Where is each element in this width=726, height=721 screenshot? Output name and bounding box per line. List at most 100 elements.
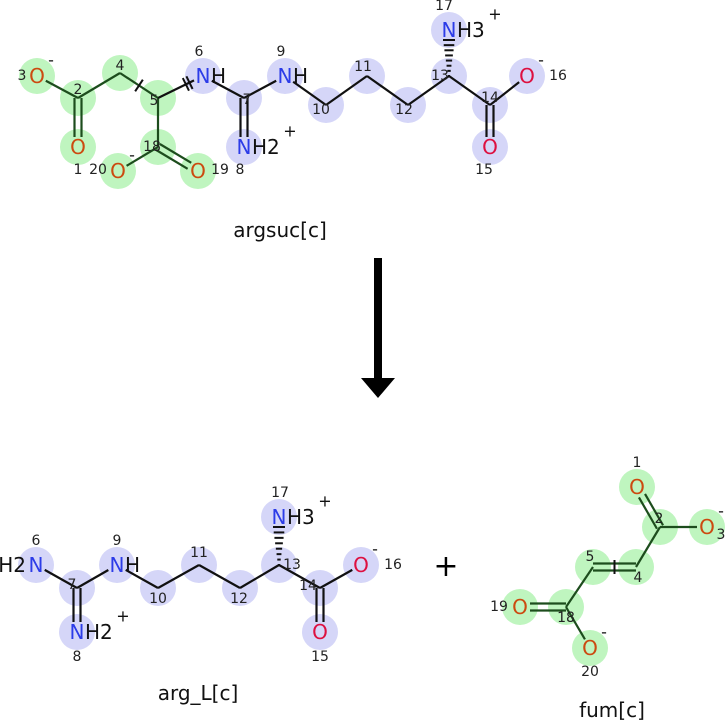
- atom-symbol: O: [353, 553, 369, 577]
- bond-break-mark: [134, 79, 144, 92]
- double-bond: [644, 493, 664, 526]
- atom-number: 20: [89, 162, 107, 178]
- molecule-label-argsuc: argsuc[c]: [233, 218, 327, 242]
- atom-hydrogens: H2: [85, 620, 113, 644]
- atom-highlight: [99, 547, 135, 583]
- single-bond: [407, 75, 450, 106]
- single-bond: [211, 79, 245, 99]
- atom-c-2: 2: [655, 511, 664, 527]
- atom-number: 15: [475, 162, 493, 178]
- atom-number: 7: [68, 577, 77, 593]
- atom-symbol: O: [519, 64, 535, 88]
- atom-symbol: N: [196, 64, 211, 88]
- atom-symbol: N: [29, 553, 44, 577]
- atom-c-14: 14: [481, 90, 499, 106]
- atom-number: 18: [557, 610, 575, 626]
- single-bond: [448, 75, 491, 106]
- atom-c-10: 10: [149, 591, 167, 607]
- single-bond: [157, 564, 200, 589]
- atom-number: 4: [634, 570, 643, 586]
- reaction-arrow: [361, 258, 395, 398]
- atom-number: 10: [149, 591, 167, 607]
- atom-highlight: [60, 129, 96, 165]
- atom-c-13: 13: [431, 68, 449, 84]
- single-bond: [243, 79, 277, 99]
- atom-number: 14: [299, 578, 317, 594]
- atom-symbol: O: [29, 64, 45, 88]
- atom-o-1: O1: [629, 455, 645, 499]
- atom-number: 15: [311, 649, 329, 665]
- atom-number: 2: [655, 511, 664, 527]
- atom-o-19: O19: [490, 595, 528, 619]
- atom-number: 9: [113, 533, 122, 549]
- atom-highlight: [302, 614, 338, 650]
- atom-hydrogens: H: [211, 64, 226, 88]
- atom-o-16: O-16: [353, 540, 402, 578]
- atom-charge: +: [488, 5, 501, 24]
- atom-highlight: [431, 12, 467, 48]
- atom-c-18: 18: [557, 610, 575, 626]
- molecule-label-fum: fum[c]: [579, 698, 645, 721]
- atom-c-13: 13: [283, 557, 301, 573]
- single-bond: [77, 72, 121, 99]
- atom-hydrogens: H: [125, 553, 140, 577]
- atom-charge: -: [538, 51, 544, 70]
- atom-highlight: [509, 58, 545, 94]
- atom-number: 3: [717, 527, 726, 543]
- atom-hydrogens: H3: [287, 505, 315, 529]
- atom-c-4: 4: [634, 570, 643, 586]
- atom-number: 9: [277, 44, 286, 60]
- atom-number: 4: [116, 58, 125, 74]
- atom-number: 10: [312, 102, 330, 118]
- plus-sign: +: [433, 549, 458, 584]
- atom-symbol: O: [629, 475, 645, 499]
- atom-number: 13: [431, 68, 449, 84]
- atom-symbol: O: [70, 135, 86, 159]
- atom-c-5: 5: [150, 93, 159, 109]
- atom-number: 5: [150, 93, 159, 109]
- atom-c-12: 12: [230, 591, 248, 607]
- atom-number: 18: [143, 139, 161, 155]
- atom-charge: -: [601, 623, 607, 642]
- atom-number: 13: [283, 557, 301, 573]
- single-bond: [126, 146, 159, 167]
- atom-highlight: [343, 547, 379, 583]
- atom-c-5: 5: [586, 549, 595, 565]
- single-bond: [125, 568, 159, 589]
- single-bond: [157, 79, 195, 99]
- atom-hydrogens: H: [293, 64, 308, 88]
- atom-highlight: [19, 58, 55, 94]
- atom-highlight: [18, 547, 54, 583]
- atom-c-7: 7: [68, 577, 77, 593]
- atom-symbol: N: [110, 553, 125, 577]
- single-bond: [565, 606, 586, 640]
- atom-symbol: O: [110, 159, 126, 183]
- atom-symbol: N: [272, 505, 287, 529]
- atom-number: 12: [395, 102, 413, 118]
- single-bond: [292, 80, 327, 106]
- atom-number: 12: [230, 591, 248, 607]
- atom-highlight: [59, 614, 95, 650]
- atom-o-3: O-3: [18, 51, 54, 89]
- bonds-layer: [18, 12, 725, 666]
- atom-number: 11: [190, 545, 208, 561]
- molecule-label-arg-l: arg_L[c]: [158, 681, 239, 705]
- atom-symbol: O: [312, 620, 328, 644]
- arrow-shaft: [374, 258, 382, 380]
- atom-symbol: O: [699, 515, 715, 539]
- atom-hydrogens: H3: [457, 18, 485, 42]
- single-bond: [278, 564, 321, 589]
- atom-hydrogens: H2: [252, 135, 280, 159]
- atom-highlight: [572, 630, 608, 666]
- atom-highlight: [472, 129, 508, 165]
- atom-charge: +: [283, 122, 296, 141]
- atom-symbol: N: [237, 135, 252, 159]
- atom-c-11: 11: [354, 59, 372, 75]
- atom-o-16: O-16: [519, 51, 567, 89]
- atom-c-10: 10: [312, 102, 330, 118]
